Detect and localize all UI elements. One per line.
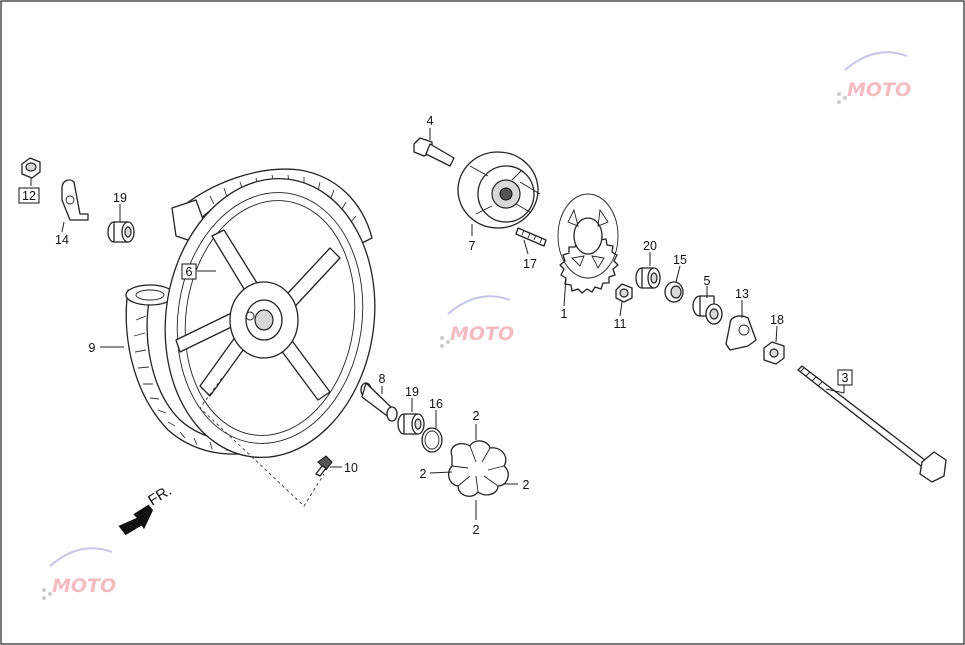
callout-2-left: 2 (420, 467, 427, 481)
svg-text:12: 12 (22, 189, 36, 203)
callout-8: 8 (379, 372, 386, 386)
front-direction-arrow-icon (118, 504, 154, 536)
nut-part-18 (763, 341, 785, 365)
adjuster-part-13 (725, 315, 757, 351)
callout-13: 13 (735, 287, 749, 301)
callout-14: 14 (55, 233, 69, 247)
callout-10: 10 (344, 461, 358, 475)
wheel-rim-part (164, 177, 376, 459)
callout-17: 17 (523, 257, 537, 271)
sprocket-hub-part-7 (457, 151, 539, 229)
bearing-part-19-bottom (397, 413, 425, 435)
collar-part-5 (692, 295, 723, 325)
watermark-center: MOTO (440, 295, 514, 348)
bearing-part-20 (635, 267, 661, 289)
callout-19-top: 19 (113, 191, 127, 205)
watermark-bottom-left: MOTO (42, 547, 116, 600)
bolt-part-4 (413, 137, 455, 167)
callout-2-top: 2 (473, 409, 480, 423)
damper-rubber-part-2 (447, 440, 509, 497)
callout-6: 6 (181, 263, 197, 280)
callout-16: 16 (429, 397, 443, 411)
axle-part-3 (797, 365, 947, 483)
nut-part-11 (615, 283, 633, 303)
o-ring-part-16 (421, 427, 443, 453)
callout-3: 3 (837, 369, 853, 386)
callout-7: 7 (469, 239, 476, 253)
callout-2-right: 2 (523, 478, 530, 492)
callout-9: 9 (89, 341, 96, 355)
callout-12: 12 (18, 187, 40, 204)
svg-text:MOTO: MOTO (847, 79, 911, 101)
callout-18: 18 (770, 313, 784, 327)
bearing-part-19-top (107, 221, 135, 243)
seal-part-15 (664, 281, 684, 303)
callout-4: 4 (427, 114, 434, 128)
nut-part-12 (21, 157, 41, 179)
watermark-top-right: MOTO (837, 51, 911, 104)
callout-11: 11 (614, 317, 627, 331)
front-direction-label: FR. (145, 482, 175, 509)
spacer-part-8 (360, 382, 398, 422)
callout-1: 1 (561, 307, 568, 321)
svg-text:3: 3 (842, 371, 849, 385)
callout-20: 20 (643, 239, 657, 253)
svg-text:MOTO: MOTO (52, 575, 116, 597)
valve-assembly-line (199, 377, 325, 507)
valve-part-10 (315, 455, 333, 477)
svg-text:6: 6 (186, 265, 193, 279)
svg-text:MOTO: MOTO (450, 323, 514, 345)
callout-2-bottom: 2 (473, 523, 480, 537)
leader-lines (30, 128, 845, 520)
callout-19-bottom: 19 (405, 385, 419, 399)
callout-15: 15 (673, 253, 687, 267)
bracket-part-14 (61, 179, 89, 221)
callout-5: 5 (704, 274, 711, 288)
sprocket-part-1 (557, 193, 619, 294)
stud-part-17 (515, 227, 547, 247)
